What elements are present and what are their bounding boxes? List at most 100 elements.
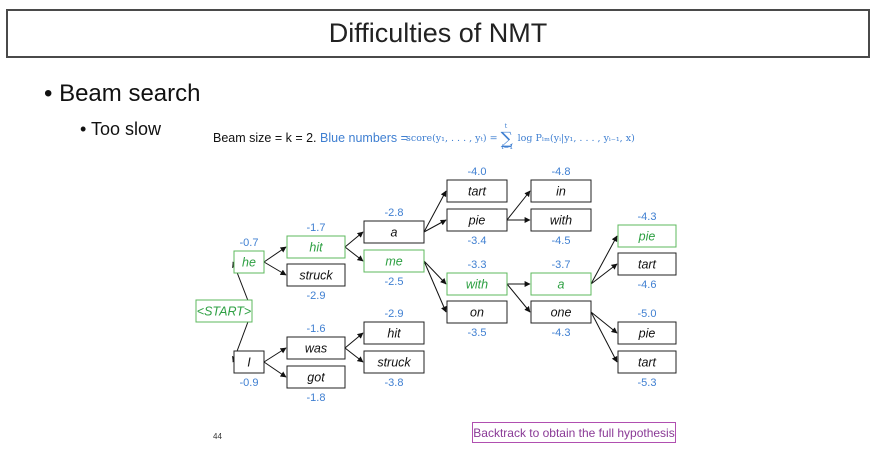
node-score: -2.9: [385, 308, 404, 320]
node-score: -0.7: [240, 237, 259, 249]
tree-node-tart2: tart-4.6: [617, 252, 677, 291]
node-box: [233, 350, 265, 374]
node-word: pie: [638, 230, 656, 244]
tree-edge-me-with1: [423, 260, 447, 285]
tree-node-struck1: struck-2.9: [286, 263, 346, 302]
tree-node-on: on-3.5: [446, 300, 508, 339]
node-box: [363, 220, 425, 244]
page-number: 44: [213, 432, 222, 441]
tree-edge-one-pie3: [590, 311, 618, 334]
node-box: [617, 224, 677, 248]
node-word: on: [470, 306, 484, 320]
tree-edge-a2-pie2: [590, 235, 618, 285]
tree-node-tart1: tart-4.0: [446, 166, 508, 203]
node-word: <START>: [197, 305, 251, 319]
node-box: [286, 235, 346, 259]
tree-node-in: in -4.8: [530, 166, 592, 203]
node-word: pie: [638, 327, 656, 341]
node-box: [286, 263, 346, 287]
tree-node-with2: with -4.5: [530, 208, 592, 247]
node-word: tart: [638, 356, 657, 370]
node-box: [195, 299, 253, 323]
tree-node-I: I -0.9: [233, 350, 265, 389]
slide-title: Difficulties of NMT: [6, 9, 870, 58]
tree-edges: [232, 190, 618, 378]
backtrack-note-box: Backtrack to obtain the full hypothesis: [472, 422, 676, 443]
tree-node-start: <START>: [195, 299, 253, 323]
node-word: he: [242, 256, 256, 270]
node-score: -4.8: [552, 166, 571, 178]
node-box: [530, 179, 592, 203]
tree-node-pie2: pie -4.3: [617, 211, 677, 248]
formula-sum-upper: t: [504, 122, 508, 130]
tree-node-a2: a -3.7: [530, 259, 592, 296]
node-word: hit: [387, 327, 401, 341]
node-box: [530, 300, 592, 324]
node-word: one: [551, 306, 572, 320]
node-score: -3.7: [552, 259, 571, 271]
node-score: -0.9: [240, 377, 259, 389]
tree-node-was: was-1.6: [286, 323, 346, 360]
node-score: -4.3: [638, 211, 657, 223]
node-word: pie: [468, 214, 486, 228]
node-box: [530, 208, 592, 232]
node-box: [446, 272, 508, 296]
tree-edge-he-struck1: [263, 261, 287, 276]
tree-node-with1: with -3.3: [446, 259, 508, 296]
tree-node-one: one -4.3: [530, 300, 592, 339]
node-box: [617, 252, 677, 276]
tree-edge-I-was: [263, 347, 287, 363]
node-box: [363, 350, 425, 374]
node-box: [363, 321, 425, 345]
tree-node-hit1: hit-1.7: [286, 222, 346, 259]
node-score: -2.5: [385, 276, 404, 288]
tree-edge-hit1-me: [344, 246, 364, 262]
tree-edge-a1-pie1: [423, 219, 447, 233]
node-box: [446, 300, 508, 324]
node-word: I: [247, 356, 251, 370]
tree-edge-pie1-in: [506, 190, 531, 221]
node-box: [446, 208, 508, 232]
node-word: hit: [309, 241, 323, 255]
sum-symbol: ∑: [500, 129, 513, 149]
node-score: -4.5: [552, 235, 571, 247]
tree-edge-a2-tart2: [590, 263, 618, 285]
tree-edge-with1-one: [506, 283, 531, 313]
tree-node-hit2: hit -2.9: [363, 308, 425, 345]
node-score: -1.6: [307, 323, 326, 335]
caption-blue-text: Blue numbers =: [320, 131, 408, 145]
node-box: [286, 365, 346, 389]
node-score: -4.0: [468, 166, 487, 178]
node-word: got: [307, 371, 325, 385]
formula-rhs: log Pₗₘ(yᵢ|y₁, . . . , yᵢ₋₁, x): [517, 133, 635, 144]
node-word: in: [556, 185, 566, 199]
tree-edge-was-struck2: [344, 347, 364, 363]
node-box: [446, 179, 508, 203]
tree-edge-a1-tart1: [423, 190, 447, 233]
tree-edge-one-tart3: [590, 311, 618, 363]
tree-nodes: <START>he-0.7I-0.9hit-1.7struck-2.9was-1…: [195, 166, 677, 404]
bullet-too-slow: • Too slow: [80, 119, 162, 139]
node-score: -3.3: [468, 259, 487, 271]
tree-node-tart3: tart-5.3: [617, 350, 677, 389]
tree-edge-he-hit1: [263, 246, 287, 263]
bullet-main-text: Beam search: [59, 80, 201, 107]
tree-node-pie3: pie -5.0: [617, 308, 677, 345]
node-word: with: [550, 214, 572, 228]
node-word: struck: [377, 356, 411, 370]
tree-node-struck2: struck -3.8: [363, 350, 425, 389]
node-score: -4.3: [552, 327, 571, 339]
tree-edge-me-on: [423, 260, 447, 313]
score-formula: score(y₁, . . . , yₜ) = t ∑ i=1 log Pₗₘ(…: [406, 122, 635, 151]
node-box: [617, 350, 677, 374]
tree-node-me: me-2.5: [363, 249, 425, 288]
node-word: with: [466, 278, 488, 292]
tree-edge-I-got: [263, 361, 287, 378]
tree-node-pie1: pie -3.4: [446, 208, 508, 247]
node-score: -2.9: [307, 290, 326, 302]
node-word: a: [558, 278, 565, 292]
node-score: -5.0: [638, 308, 657, 320]
node-score: -3.8: [385, 377, 404, 389]
node-score: -3.4: [468, 235, 487, 247]
node-box: [363, 249, 425, 273]
